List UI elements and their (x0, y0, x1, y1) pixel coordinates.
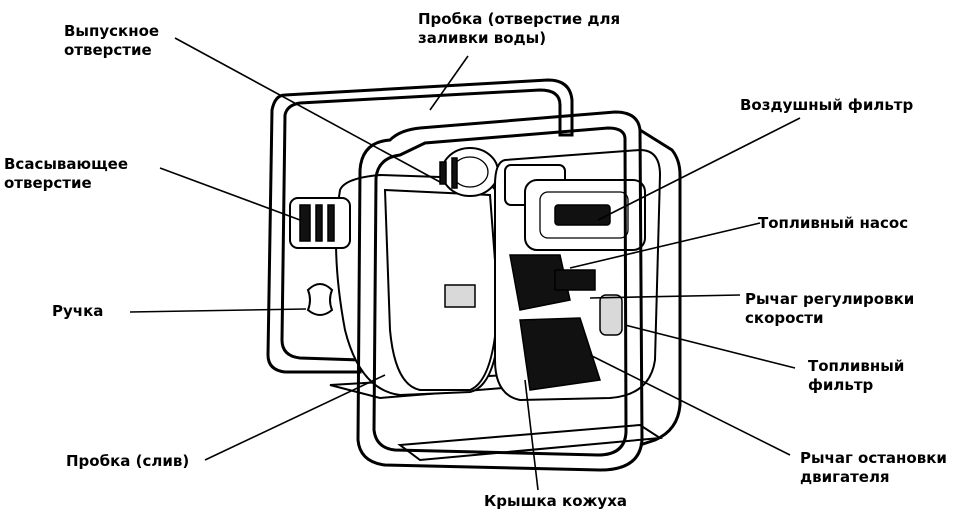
air-filter-label-plate (554, 204, 611, 226)
label-outlet-line2: отверстие (64, 41, 152, 59)
leader-outlet (174, 37, 441, 183)
leader-handle (129, 308, 307, 313)
label-suction-line1: Всасывающее (4, 155, 129, 173)
label-suction-line2: отверстие (4, 174, 92, 192)
label-stop-lever: Рычаг остановки двигателя (800, 449, 947, 487)
fuel-filter-shape (599, 294, 623, 336)
suction-ribs (299, 204, 335, 242)
label-fuel-filter-line2: фильтр (808, 376, 874, 394)
label-outlet-line1: Выпускное (64, 22, 160, 40)
outlet-port-shape (441, 147, 499, 197)
handle-shape (306, 283, 334, 316)
frame-front-inner (372, 126, 628, 457)
label-speed-lever-line1: Рычаг регулировки (745, 290, 915, 308)
leader-fuel-filter (624, 324, 796, 369)
leader-speed-lever (589, 294, 741, 299)
pump-cover (383, 188, 500, 391)
label-fuel-filter-line1: Топливный (808, 357, 905, 375)
label-fuel-filter: Топливный фильтр (808, 357, 904, 395)
label-cover: Крышка кожуха (484, 492, 628, 510)
frame-front (356, 110, 644, 472)
label-suction: Всасывающее отверстие (4, 155, 128, 193)
label-air-filter: Воздушный фильтр (740, 96, 914, 114)
leader-stop-lever (589, 354, 791, 456)
label-stop-lever-line2: двигателя (800, 468, 890, 486)
leader-plug-drain (204, 374, 386, 461)
engine-dark-parts (509, 254, 571, 311)
label-stop-lever-line1: Рычаг остановки (800, 449, 947, 467)
label-plug-fill: Пробка (отверстие для заливки воды) (418, 10, 620, 48)
frame-back (266, 78, 574, 374)
label-speed-lever-line2: скорости (745, 309, 824, 327)
label-plug-drain: Пробка (слив) (66, 452, 190, 470)
label-handle: Ручка (52, 302, 104, 320)
label-outlet: Выпускное отверстие (64, 22, 159, 60)
label-plug-fill-line1: Пробка (отверстие для (418, 10, 621, 28)
leader-cover (524, 379, 539, 491)
leader-fuel-pump (569, 222, 761, 269)
outlet-ribs (439, 157, 458, 189)
leader-suction (159, 167, 301, 221)
label-speed-lever: Рычаг регулировки скорости (745, 290, 914, 328)
frame-right (639, 128, 682, 447)
label-fuel-pump: Топливный насос (758, 214, 909, 232)
pump-plate (444, 284, 476, 308)
label-plug-fill-line2: заливки воды) (418, 29, 547, 47)
leader-plug-fill (429, 55, 469, 111)
leader-air-filter (597, 117, 801, 221)
fuel-pump-shape (554, 269, 596, 291)
